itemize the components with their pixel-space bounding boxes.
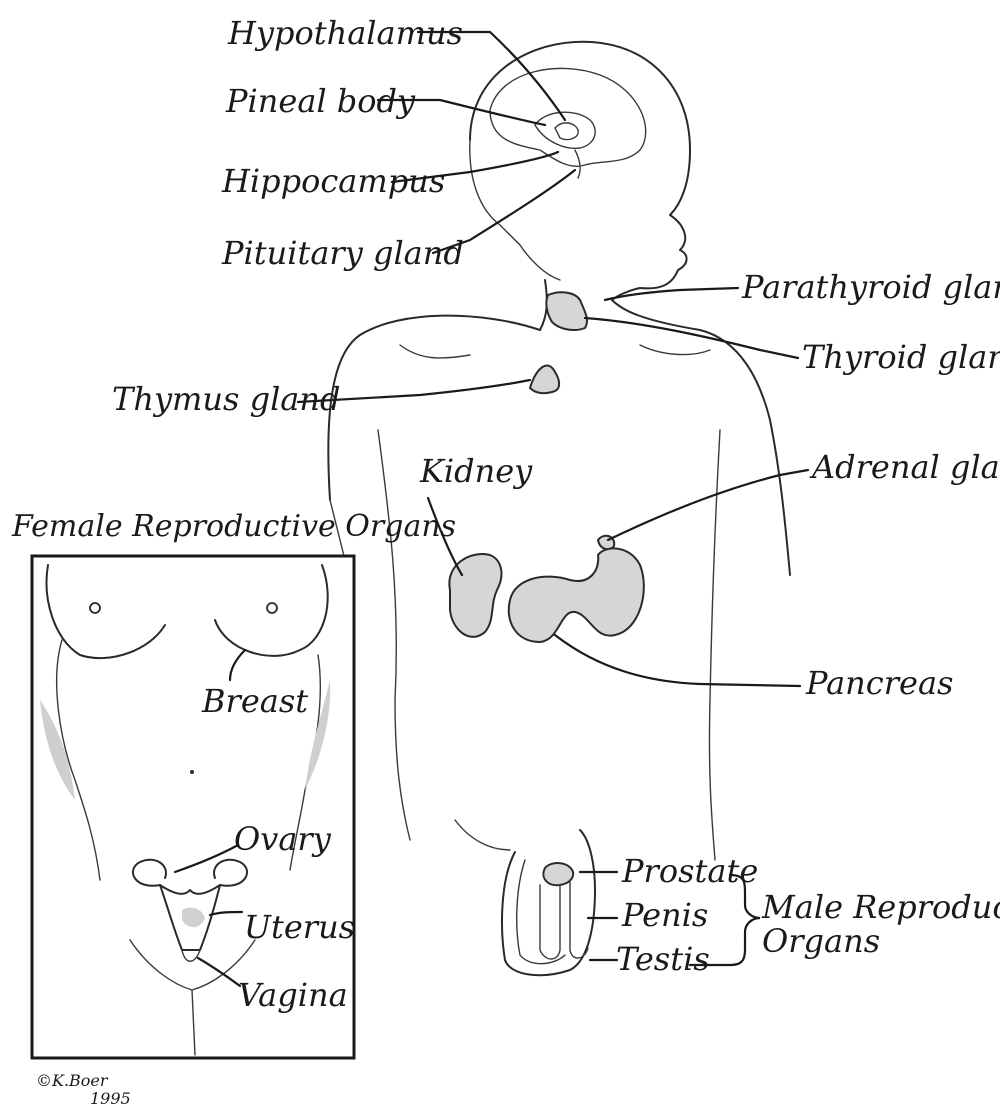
label-thymus-gland: Thymus gland — [112, 380, 340, 418]
label-male-reproductive: Male Reproductive — [761, 888, 1000, 926]
label-testis: Testis — [616, 940, 710, 978]
parathyroid-organ — [546, 292, 587, 330]
male-reproductive-outline — [502, 830, 595, 975]
signature-year: 1995 — [90, 1089, 131, 1108]
label-pineal-body: Pineal body — [225, 82, 416, 120]
artist-signature: ©K.Boer 1995 — [36, 1071, 131, 1108]
thymus-organ — [530, 365, 559, 393]
label-penis: Penis — [621, 896, 708, 934]
label-hippocampus: Hippocampus — [221, 162, 445, 200]
label-kidney: Kidney — [419, 452, 533, 490]
female-panel: Female Reproductive Organs Breast Ovary … — [11, 509, 456, 1058]
signature-name: ©K.Boer — [36, 1071, 109, 1090]
label-parathyroid-gland: Parathyroid gland — [741, 268, 1000, 306]
label-male-organs: Organs — [762, 922, 880, 960]
label-pancreas: Pancreas — [805, 664, 953, 702]
label-pituitary-gland: Pituitary gland — [221, 234, 464, 272]
pancreas-organ — [509, 548, 644, 642]
label-adrenal-gland: Adrenal gland — [809, 448, 1000, 486]
prostate-organ — [543, 863, 573, 885]
label-prostate: Prostate — [621, 852, 758, 890]
label-ovary: Ovary — [234, 820, 332, 858]
label-breast: Breast — [201, 682, 308, 720]
label-vagina: Vagina — [238, 976, 348, 1014]
label-uterus: Uterus — [244, 908, 355, 946]
female-panel-title: Female Reproductive Organs — [11, 509, 456, 544]
label-hypothalamus: Hypothalamus — [227, 14, 463, 52]
label-thyroid-gland: Thyroid gland — [802, 338, 1000, 376]
